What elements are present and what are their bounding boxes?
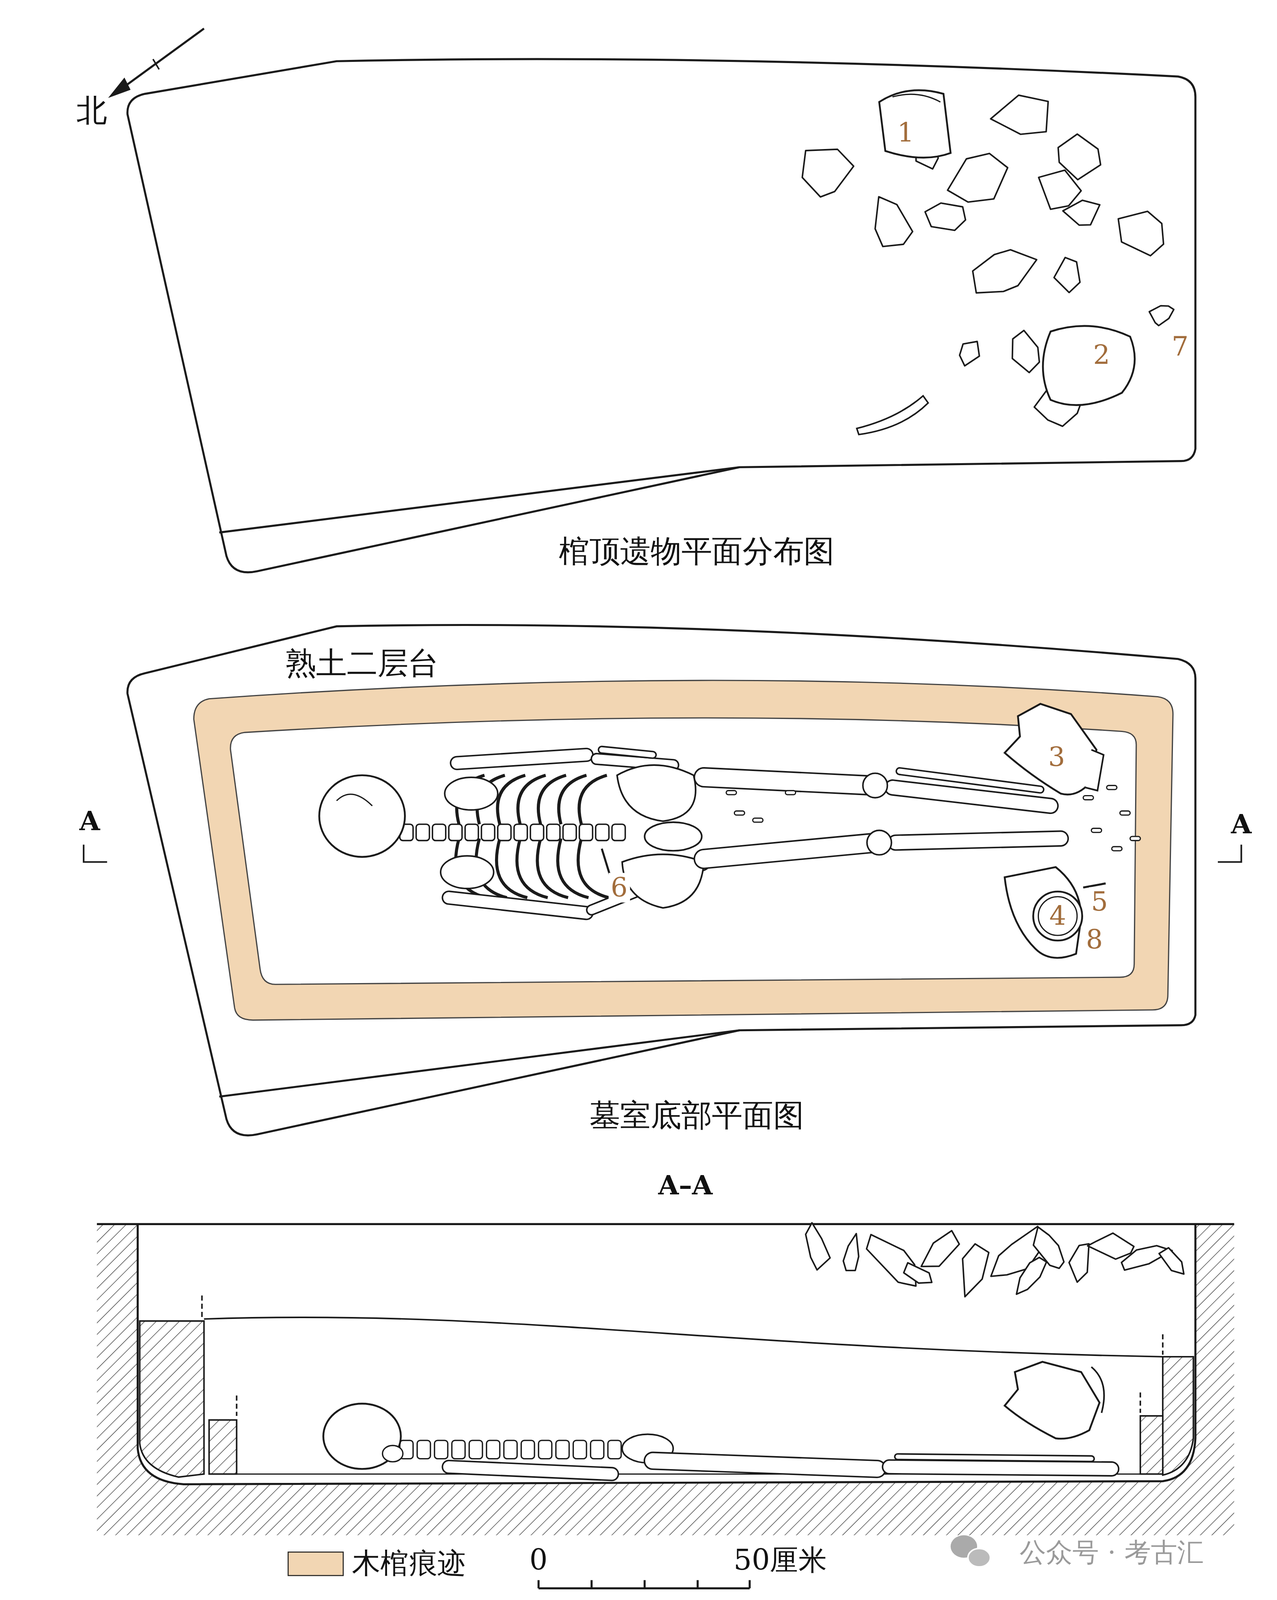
pottery-fragment <box>874 196 913 247</box>
section-marker-label: A <box>79 806 101 836</box>
pottery-fragment <box>921 1230 960 1267</box>
coffin-top-finds <box>802 90 1174 435</box>
scale-bar <box>538 1580 750 1589</box>
section-marker-label: A <box>1230 809 1252 839</box>
pottery <box>1004 703 1106 958</box>
pottery-fragment <box>990 95 1049 135</box>
pottery-fragment <box>1149 305 1174 326</box>
legend-swatch <box>287 1551 344 1576</box>
coffin-trace <box>193 680 1173 1021</box>
callout-number: 2 <box>1090 340 1112 370</box>
pottery-fragment <box>1087 1232 1134 1259</box>
pottery-fragment <box>947 153 1008 202</box>
north-label: 北 <box>76 93 108 127</box>
section-marker <box>83 844 1242 862</box>
pottery-fragment <box>1159 1247 1184 1274</box>
pottery-fragment <box>1118 211 1164 256</box>
pottery-fragment <box>1062 200 1101 226</box>
pottery-fragment <box>962 1243 989 1297</box>
scale-label: 0 <box>529 1545 548 1577</box>
scale-label: 50厘米 <box>733 1545 827 1577</box>
pottery-fragment <box>805 1222 831 1270</box>
section-title: A–A <box>658 1170 713 1200</box>
pottery-fragment <box>1053 257 1080 293</box>
legend-text: 木棺痕迹 <box>351 1548 467 1579</box>
panel-caption: 墓室底部平面图 <box>589 1098 804 1132</box>
callout-number: 3 <box>1046 742 1067 772</box>
callout-number: 8 <box>1083 924 1105 954</box>
watermark-icon <box>950 1535 991 1567</box>
north-arrow <box>107 28 204 98</box>
pottery-fragment <box>802 149 854 198</box>
pottery-fragment <box>925 202 966 231</box>
pit-step-line <box>219 1030 740 1097</box>
pottery-fragment <box>972 249 1037 293</box>
watermark: 公众号 · 考古汇 <box>1019 1537 1205 1568</box>
pottery-fragment <box>1012 330 1040 373</box>
pottery-fragment <box>843 1233 859 1271</box>
section-drawing <box>96 1222 1235 1536</box>
area-label: 熟土二层台 <box>285 645 439 680</box>
pit-outline <box>127 624 1196 1136</box>
pit-step-line <box>219 467 740 533</box>
pit-outline <box>127 59 1196 573</box>
pottery-fragment <box>1016 1257 1047 1294</box>
callout-number: 7 <box>1169 332 1191 362</box>
panel-caption: 棺顶遗物平面分布图 <box>558 534 835 568</box>
callout-number: 5 <box>1088 887 1110 917</box>
pottery-fragment <box>866 1234 916 1286</box>
pottery-fragment <box>959 341 980 366</box>
pottery-fragment <box>1068 1243 1089 1282</box>
callout-number: 6 <box>608 872 630 902</box>
pottery-fragment <box>1038 170 1082 210</box>
pottery-fragment <box>903 1262 932 1283</box>
skeleton <box>323 1403 1112 1475</box>
callout-number: 1 <box>895 117 916 148</box>
callout-number: 4 <box>1047 901 1069 931</box>
